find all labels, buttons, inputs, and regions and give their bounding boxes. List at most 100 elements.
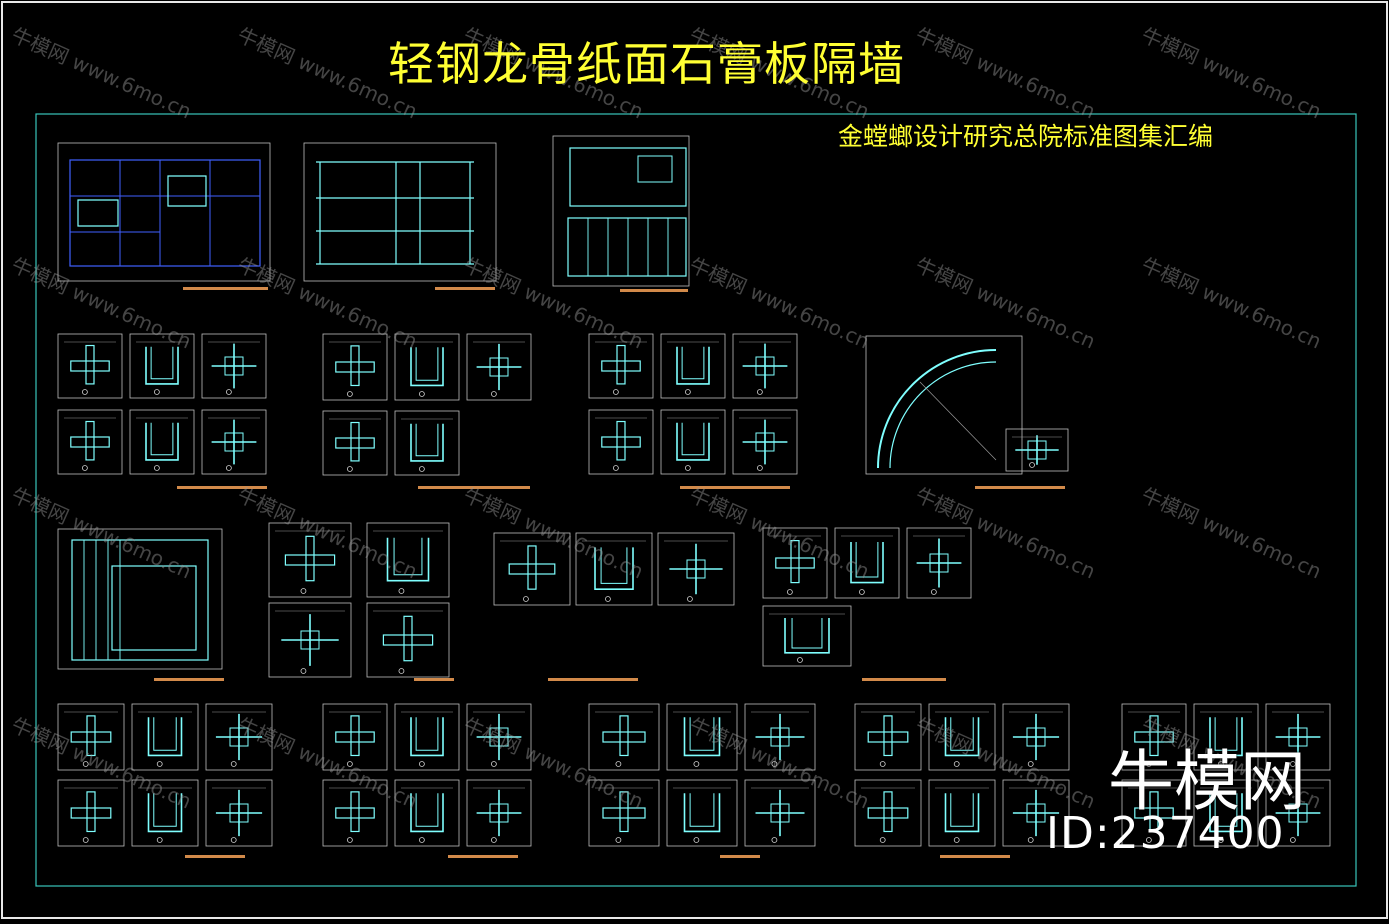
detail-tag — [300, 588, 307, 594]
detail-tag — [786, 589, 793, 595]
detail-junction — [211, 419, 257, 465]
detail-drawing — [201, 333, 267, 399]
detail-frame — [57, 703, 125, 771]
detail-drawing — [129, 333, 195, 399]
detail-drawing — [129, 409, 195, 475]
detail-frame — [1002, 703, 1070, 771]
detail-frame — [322, 410, 388, 476]
detail-wall — [335, 361, 375, 373]
detail-wall — [284, 554, 336, 566]
partition-lower — [567, 217, 687, 277]
detail-frame — [1193, 779, 1259, 847]
detail-frame — [906, 527, 972, 599]
detail-channel-inner — [950, 793, 974, 827]
detail-wall — [867, 807, 909, 819]
detail-junction — [1275, 713, 1321, 761]
detail-drawing — [466, 703, 532, 771]
detail-junction — [476, 713, 522, 761]
detail-drawing — [1002, 703, 1070, 771]
elevation-frame — [303, 142, 497, 282]
detail-tag — [523, 596, 529, 602]
detail-frame — [268, 602, 352, 678]
detail-channel — [410, 717, 444, 757]
detail-frame — [928, 703, 996, 771]
watermark-text: 牛模网 www.6mo.cn — [234, 713, 421, 814]
detail-tag — [879, 761, 886, 767]
detail-connector — [489, 803, 509, 823]
detail-frame — [1265, 779, 1331, 847]
detail-tag — [418, 391, 425, 397]
detail-channel — [410, 793, 444, 833]
detail-connector — [489, 727, 509, 747]
partition-studs — [587, 218, 669, 276]
detail-frame — [201, 409, 267, 475]
detail-wall — [335, 437, 375, 449]
detail-junction — [215, 789, 263, 837]
detail-wall — [335, 731, 375, 743]
detail-connector — [770, 803, 790, 823]
detail-tag — [756, 389, 763, 395]
detail-junction — [281, 614, 339, 666]
detail-frame — [854, 703, 922, 771]
arc-wall-inner — [889, 361, 997, 469]
detail-drawing — [466, 779, 532, 847]
detail-frame — [732, 409, 798, 475]
detail-channel-inner — [855, 542, 879, 578]
detail-frame — [588, 333, 654, 399]
detail-tag — [418, 837, 425, 843]
detail-channel — [944, 793, 980, 833]
detail-stud — [527, 545, 537, 590]
detail-drawing — [322, 333, 388, 401]
detail-drawing — [660, 333, 726, 399]
watermark-id: ID:237400 — [1046, 808, 1285, 859]
watermark-text: 牛模网 www.6mo.cn — [912, 253, 1099, 354]
detail-tag — [879, 837, 886, 843]
detail-drawing — [1193, 779, 1259, 847]
detail-tag — [858, 589, 865, 595]
detail-tag — [490, 391, 497, 397]
detail-frame — [268, 522, 352, 598]
detail-tag — [684, 389, 691, 395]
detail-drawing — [1121, 703, 1187, 771]
detail-wall — [70, 436, 110, 448]
detail-stud — [350, 345, 360, 387]
detail-stud — [305, 535, 315, 582]
detail-stud — [616, 344, 626, 385]
detail-tag — [153, 465, 160, 471]
detail-channel — [683, 717, 721, 757]
detail-tag — [418, 466, 425, 472]
label-bar — [975, 486, 1065, 489]
detail-stud — [85, 420, 95, 461]
detail-tag — [398, 668, 405, 674]
detail-stud — [350, 421, 360, 462]
detail-wall — [602, 731, 646, 743]
detail-tag — [156, 761, 163, 767]
arc-radius — [919, 381, 997, 461]
label-bar — [435, 287, 495, 290]
detail-drawing — [588, 409, 654, 475]
detail-drawing — [854, 703, 922, 771]
detail-drawing — [1193, 703, 1259, 771]
label-bar — [185, 855, 245, 858]
detail-channel — [410, 347, 444, 387]
elevation-columns — [319, 162, 471, 264]
detail-tag — [615, 761, 622, 767]
detail-frame — [588, 703, 660, 771]
detail-junction — [476, 789, 522, 837]
ceiling-opening — [111, 565, 197, 651]
detail-tag — [953, 761, 960, 767]
detail-channel-inner — [415, 717, 439, 751]
detail-drawing — [205, 779, 273, 847]
detail-frame — [466, 779, 532, 847]
detail-frame — [57, 779, 125, 847]
detail-wall — [602, 807, 646, 819]
detail-channel — [850, 542, 884, 584]
detail-wall — [70, 807, 112, 819]
detail-channel — [676, 346, 710, 385]
detail-tag — [771, 837, 778, 843]
label-bar — [448, 855, 518, 858]
watermark-text: 牛模网 www.6mo.cn — [912, 713, 1099, 814]
detail-tag — [346, 837, 353, 843]
detail-wall — [508, 563, 556, 575]
